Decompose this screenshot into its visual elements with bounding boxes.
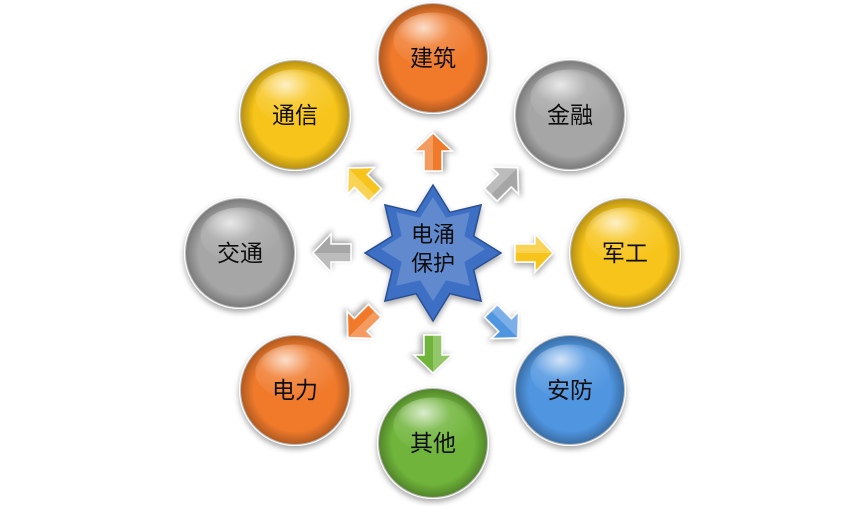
node-label: 其他 [410,431,456,457]
node-label: 安防 [547,378,593,404]
arrow-highlight [313,253,351,272]
node-gloss [255,344,335,400]
node-gloss [200,207,280,263]
arrow-highlight [433,335,452,373]
node-label: 电力 [272,378,318,404]
node-gloss [393,12,473,68]
node-gloss [393,397,473,453]
node-label: 通信 [272,103,318,129]
arrow-icon [412,334,454,375]
node-gloss [530,344,610,400]
arrow-highlight [484,167,518,195]
category-node: 军工 [569,197,681,309]
arrow-icon [412,131,454,172]
arrow-highlight [347,168,376,202]
arrow-icon [514,232,555,274]
arrow-highlight [414,133,433,171]
category-node: 电力 [239,334,351,446]
category-node: 建筑 [377,2,489,114]
arrow-icon [483,166,520,203]
arrow-highlight [490,304,519,338]
arrow-icon [483,303,520,340]
node-gloss [585,207,665,263]
node-label: 建筑 [410,46,456,72]
node-gloss [255,69,335,125]
center-star: 电涌 保护 [363,183,503,323]
arrow-icon [346,166,383,203]
arrow-shape [483,166,520,203]
node-label: 金融 [547,103,593,129]
category-node: 其他 [377,387,489,499]
node-label: 交通 [217,241,263,267]
center-label-line2: 保护 [411,252,455,277]
arrow-highlight [515,234,553,253]
star-highlight [381,197,485,301]
category-node: 交通 [184,197,296,309]
arrow-highlight [347,310,382,339]
arrow-shape [346,303,383,340]
category-node: 安防 [514,334,626,446]
category-node: 通信 [239,59,351,171]
arrow-icon [346,303,383,340]
arrow-shape [346,166,383,203]
center-label-line1: 电涌 [411,223,455,248]
node-gloss [530,69,610,125]
category-node: 金融 [514,59,626,171]
node-label: 军工 [602,241,648,267]
arrow-icon [311,232,352,274]
